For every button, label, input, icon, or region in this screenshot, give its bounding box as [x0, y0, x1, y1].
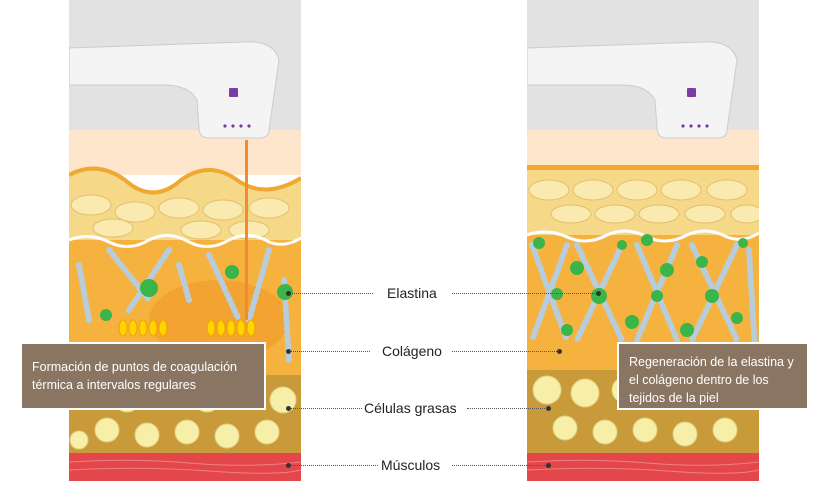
- pointer-dot: [546, 463, 551, 468]
- label-colageno: Colágeno: [382, 343, 442, 359]
- leader-musculos-right: [452, 465, 547, 466]
- leader-celulas-grasas-right: [467, 408, 547, 409]
- leader-elastina-right: [452, 293, 597, 294]
- leader-elastina: [288, 293, 373, 294]
- pointer-dot: [286, 349, 291, 354]
- caption-coagulation: Formación de puntos de coagulación térmi…: [20, 342, 266, 410]
- pointer-dot: [286, 463, 291, 468]
- leader-celulas-grasas: [288, 408, 362, 409]
- pointer-dot: [286, 406, 291, 411]
- leader-colageno: [288, 351, 370, 352]
- pointer-dot: [557, 349, 562, 354]
- label-celulas-grasas: Células grasas: [364, 400, 457, 416]
- energy-beam-icon: [245, 140, 248, 320]
- leader-colageno-right: [452, 351, 559, 352]
- device-handpiece-icon: [69, 41, 280, 139]
- device-handpiece-icon: [527, 41, 738, 139]
- pointer-dot: [286, 291, 291, 296]
- label-elastina: Elastina: [387, 285, 437, 301]
- caption-regeneration: Regeneración de la elastina y el colágen…: [617, 342, 809, 410]
- label-musculos: Músculos: [381, 457, 441, 473]
- pointer-dot: [596, 291, 601, 296]
- leader-musculos: [288, 465, 378, 466]
- pointer-dot: [546, 406, 551, 411]
